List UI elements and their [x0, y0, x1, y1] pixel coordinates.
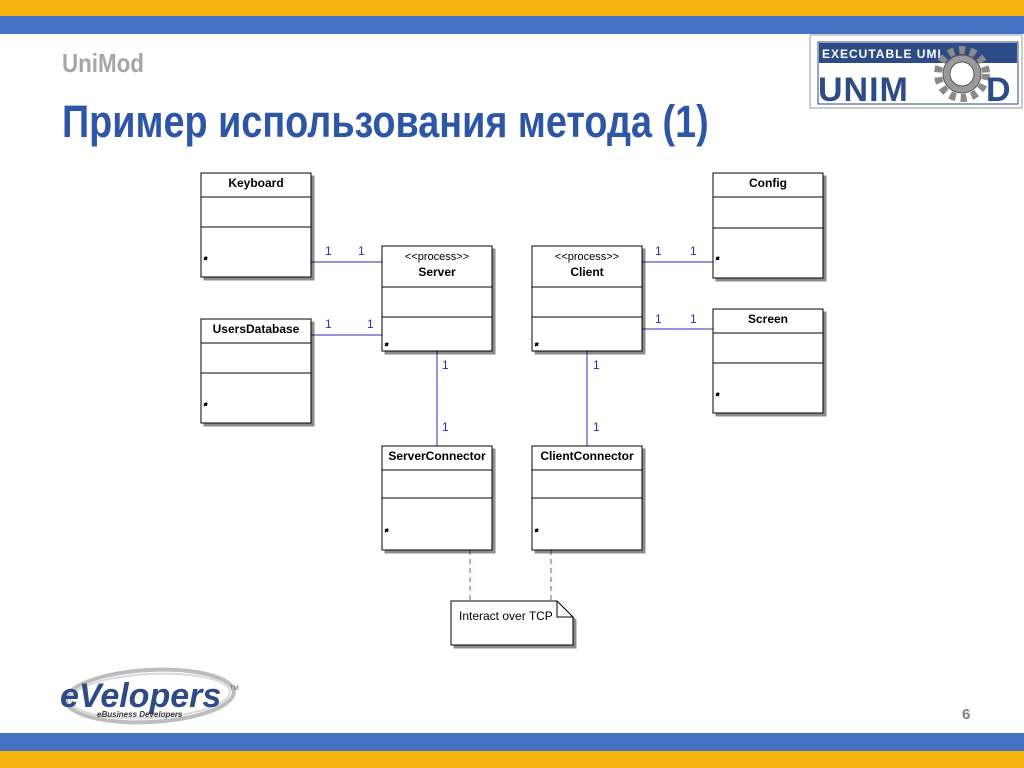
- note-text: Interact over TCP: [459, 609, 553, 623]
- page-title: Пример использования метода (1): [62, 96, 709, 147]
- multiplicity-client-end: 1: [655, 244, 662, 258]
- class-usersdatabase: UsersDatabase: [200, 318, 312, 424]
- operation-icon: [203, 256, 208, 261]
- class-name: UsersDatabase: [213, 322, 300, 336]
- unimod-logo: EXECUTABLE UML UNIM D: [809, 34, 1023, 109]
- unimod-logo-wordmark-left: UNIM: [818, 71, 909, 109]
- multiplicity-keyboard-end: 1: [325, 244, 332, 258]
- top-gold-band: [0, 0, 1024, 16]
- operation-icon: [534, 528, 539, 533]
- evelopers-logo: eVelopers TM eBusiness Developers: [60, 667, 239, 725]
- unimod-logo-wordmark-right: D: [986, 71, 1011, 109]
- bottom-blue-band: [0, 733, 1024, 751]
- multiplicity-client-end: 1: [593, 358, 600, 372]
- class-name: Keyboard: [228, 176, 283, 190]
- multiplicity-serverconnector-end: 1: [442, 420, 449, 434]
- operation-icon: [534, 342, 539, 347]
- operation-icon: [384, 342, 389, 347]
- gear-icon: [934, 46, 990, 102]
- class-stereotype: <<process>>: [555, 251, 619, 263]
- evelopers-logo-wordmark: eVelopers: [60, 677, 221, 715]
- class-config: Config: [712, 172, 824, 279]
- page-number: 6: [962, 706, 971, 723]
- evelopers-logo-trademark: TM: [230, 686, 239, 692]
- class-keyboard: Keyboard: [200, 172, 312, 278]
- class-screen: Screen: [712, 308, 824, 414]
- note-interact-over-tcp: Interact over TCP: [450, 600, 574, 646]
- class-serverconnector: ServerConnector: [381, 445, 493, 551]
- class-name: ClientConnector: [540, 449, 634, 463]
- top-blue-band: [0, 16, 1024, 34]
- class-name: Client: [570, 265, 603, 279]
- multiplicity-usersdb-end: 1: [325, 317, 332, 331]
- class-name: Config: [749, 176, 787, 190]
- evelopers-logo-tagline: eBusiness Developers: [97, 710, 183, 719]
- class-name: ServerConnector: [388, 449, 486, 463]
- operation-icon: [715, 392, 720, 397]
- unimod-logo-tagline: EXECUTABLE UML: [822, 47, 946, 61]
- class-stereotype: <<process>>: [405, 251, 469, 263]
- multiplicity-clientconnector-end: 1: [593, 420, 600, 434]
- class-clientconnector: ClientConnector: [531, 445, 643, 551]
- class-name: Server: [418, 265, 456, 279]
- multiplicity-server-end: 1: [358, 244, 365, 258]
- class-client: <<process>> Client: [531, 245, 643, 352]
- multiplicity-server-end: 1: [442, 358, 449, 372]
- operation-icon: [203, 402, 208, 407]
- operation-icon: [715, 256, 720, 261]
- breadcrumb: UniMod: [62, 48, 144, 78]
- multiplicity-server-end: 1: [367, 317, 374, 331]
- operation-icon: [384, 528, 389, 533]
- multiplicity-screen-end: 1: [690, 312, 697, 326]
- class-name: Screen: [748, 312, 788, 326]
- class-server: <<process>> Server: [381, 245, 493, 352]
- multiplicity-client-end: 1: [655, 312, 662, 326]
- bottom-gold-band: [0, 751, 1024, 768]
- multiplicity-config-end: 1: [690, 244, 697, 258]
